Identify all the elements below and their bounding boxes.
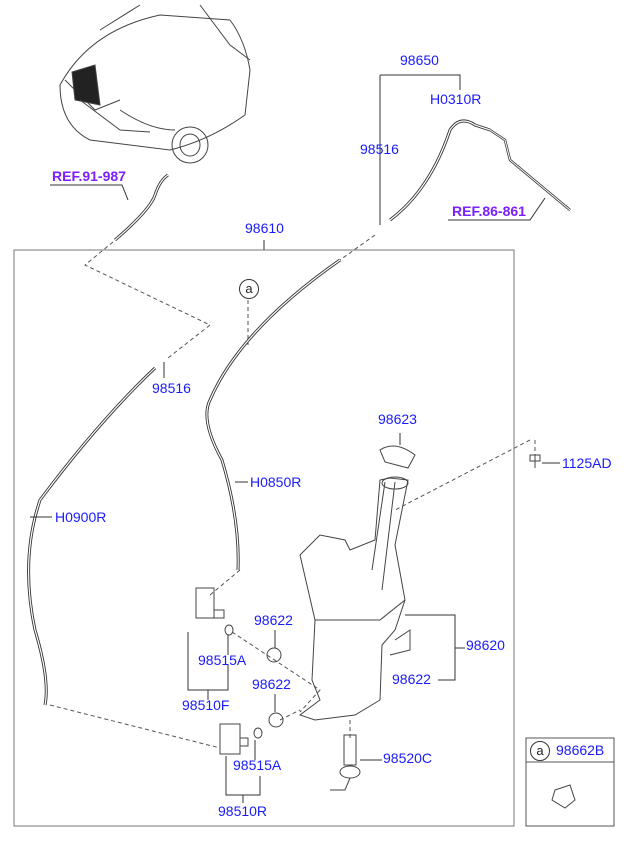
inset-callout-a: a <box>530 741 550 761</box>
label-h0850r[interactable]: H0850R <box>250 474 302 490</box>
pumps <box>195 454 576 809</box>
label-98662b[interactable]: 98662B <box>556 742 605 758</box>
label-98622-c[interactable]: 98622 <box>392 671 431 687</box>
label-98510r[interactable]: 98510R <box>218 803 268 819</box>
assembly-box <box>13 249 515 827</box>
label-98515a-b[interactable]: 98515A <box>233 757 282 773</box>
label-98622-a[interactable]: 98622 <box>254 612 293 628</box>
label-98650[interactable]: 98650 <box>400 52 439 68</box>
label-98516-top[interactable]: 98516 <box>360 141 399 157</box>
label-98620[interactable]: 98620 <box>466 637 505 653</box>
label-98610[interactable]: 98610 <box>245 220 284 236</box>
callout-a: a <box>239 279 259 299</box>
label-98520c[interactable]: 98520C <box>383 750 433 766</box>
ref-86-861[interactable]: REF.86-861 <box>452 203 526 219</box>
ref-91-987[interactable]: REF.91-987 <box>52 168 126 184</box>
washer-tank <box>298 445 416 721</box>
label-98515a-a[interactable]: 98515A <box>198 652 247 668</box>
label-98516-left[interactable]: 98516 <box>152 380 191 396</box>
label-98510f[interactable]: 98510F <box>182 697 230 713</box>
label-98623[interactable]: 98623 <box>378 411 417 427</box>
label-h0310r[interactable]: H0310R <box>430 91 482 107</box>
label-98622-b[interactable]: 98622 <box>252 676 291 692</box>
inset-box <box>525 737 615 827</box>
car-illustration <box>59 4 251 164</box>
label-h0900r[interactable]: H0900R <box>55 509 107 525</box>
label-1125ad[interactable]: 1125AD <box>562 455 612 471</box>
